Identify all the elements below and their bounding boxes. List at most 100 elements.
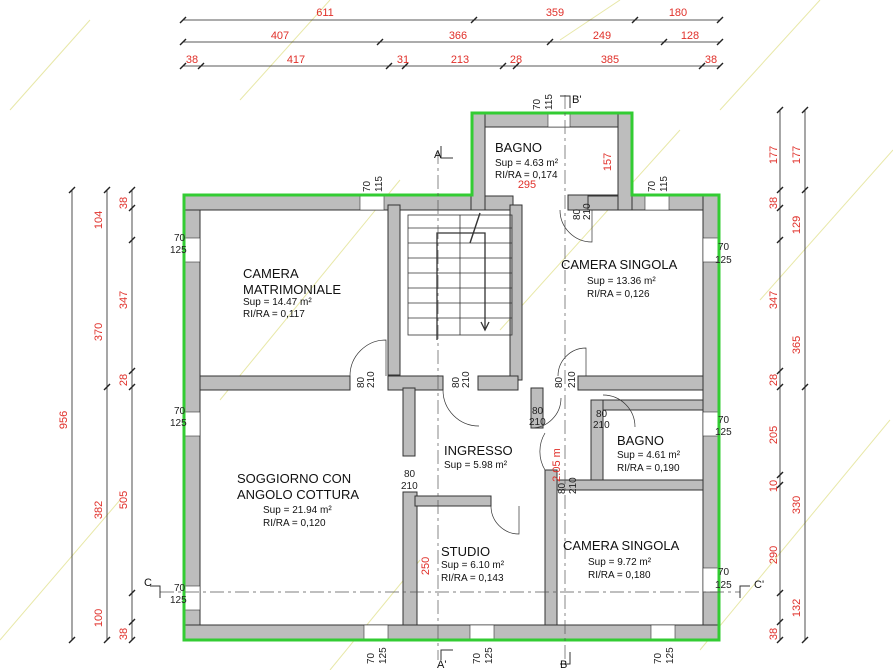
room-camera-matrimoniale: CAMERA MATRIMONIALE Sup = 14.47 m² RI/RA…	[243, 266, 341, 320]
top-dimension-chains	[179, 16, 724, 70]
room-name: BAGNO	[617, 433, 664, 448]
opening-w: 70	[174, 406, 186, 417]
room-name: SOGGIORNO CON	[237, 471, 351, 486]
opening-w: 70	[653, 652, 664, 664]
room-sup: Sup = 21.94 m²	[263, 505, 332, 516]
opening-w: 70	[718, 415, 730, 426]
interior-dim-bath-width: 295	[518, 179, 536, 191]
left-dim-inner-b: 104	[93, 211, 105, 229]
top-dim-2-b: 366	[449, 30, 467, 42]
opening-w: 70	[532, 98, 543, 110]
opening-h: 210	[366, 371, 377, 388]
opening-h: 210	[568, 477, 579, 494]
opening-w: 80	[356, 376, 367, 388]
left-dim-inner-d: 28	[118, 374, 130, 386]
right-dim-inner-g: 10	[768, 480, 780, 492]
opening-w: 80	[451, 376, 462, 388]
opening-h: 115	[659, 176, 670, 192]
room-rira: RI/RA = 0,120	[263, 518, 326, 529]
opening-h: 125	[170, 418, 187, 429]
right-dim-inner-c: 129	[791, 216, 803, 234]
section-mark-b: B	[560, 659, 567, 670]
right-dim-inner-d: 347	[768, 291, 780, 309]
top-dim-3-e: 28	[510, 54, 522, 66]
room-soggiorno: SOGGIORNO CON ANGOLO COTTURA Sup = 21.94…	[237, 471, 359, 529]
perimeter-outline	[182, 111, 721, 642]
interior-dim-corridor: 2.05 m	[551, 448, 563, 482]
room-sup: Sup = 13.36 m²	[587, 276, 656, 287]
window-openings	[183, 112, 720, 641]
left-dim-inner-a: 38	[118, 197, 130, 209]
right-dim-inner-e: 28	[768, 374, 780, 386]
opening-h: 125	[378, 647, 389, 664]
room-name: STUDIO	[441, 544, 490, 559]
left-dim-mid-a: 370	[93, 323, 105, 341]
opening-h: 125	[170, 595, 187, 606]
room-bagno-top: BAGNO Sup = 4.63 m² RI/RA = 0,174	[495, 140, 559, 181]
room-sup: Sup = 4.63 m²	[495, 158, 559, 169]
staircase	[407, 212, 513, 340]
opening-h: 115	[374, 176, 385, 192]
left-dimension-chains	[68, 186, 136, 644]
top-dim-2-d: 128	[681, 30, 699, 42]
section-arrows	[150, 95, 750, 665]
top-dim-3-a: 38	[186, 54, 198, 66]
top-dim-3-g: 38	[705, 54, 717, 66]
opening-h: 125	[484, 647, 495, 664]
room-rira: RI/RA = 0,117	[243, 309, 305, 320]
opening-w: 80	[554, 376, 565, 388]
section-lines	[160, 95, 740, 660]
room-rira: RI/RA = 0,174	[495, 170, 558, 181]
top-dim-3-c: 31	[397, 54, 409, 66]
opening-w: 80	[572, 208, 583, 220]
room-sup: Sup = 9.72 m²	[588, 557, 652, 568]
left-dim-total: 956	[58, 411, 70, 429]
section-mark-a-prime: A'	[437, 659, 446, 670]
room-name-line2: MATRIMONIALE	[243, 282, 341, 297]
room-sup: Sup = 5.98 m²	[444, 460, 508, 471]
top-dim-3-d: 213	[451, 54, 469, 66]
top-dim-3-b: 417	[287, 54, 305, 66]
opening-h: 125	[170, 245, 187, 256]
left-dim-mid-b: 382	[93, 501, 105, 519]
opening-h: 115	[544, 94, 555, 110]
room-studio: STUDIO Sup = 6.10 m² RI/RA = 0,143	[441, 544, 505, 584]
left-dim-inner-g: 38	[118, 628, 130, 640]
opening-h: 210	[582, 203, 593, 220]
room-name: CAMERA	[243, 266, 299, 281]
opening-w: 80	[532, 406, 544, 417]
left-dim-inner-c: 347	[118, 291, 130, 309]
opening-w: 70	[472, 652, 483, 664]
door-swings	[349, 209, 636, 535]
opening-w: 70	[718, 567, 730, 578]
room-camera-singola-bottom: CAMERA SINGOLA Sup = 9.72 m² RI/RA = 0,1…	[563, 538, 680, 581]
room-rira: RI/RA = 0,190	[617, 463, 680, 474]
right-dim-inner-f: 205	[768, 426, 780, 444]
room-name-line2: ANGOLO COTTURA	[237, 487, 359, 502]
room-rira: RI/RA = 0,143	[441, 573, 504, 584]
opening-h: 125	[715, 580, 732, 591]
right-dim-inner-b: 38	[768, 197, 780, 209]
top-dim-2-c: 249	[593, 30, 611, 42]
room-name: BAGNO	[495, 140, 542, 155]
opening-w: 70	[647, 180, 658, 192]
room-sup: Sup = 14.47 m²	[243, 297, 312, 308]
opening-w: 80	[404, 469, 416, 480]
